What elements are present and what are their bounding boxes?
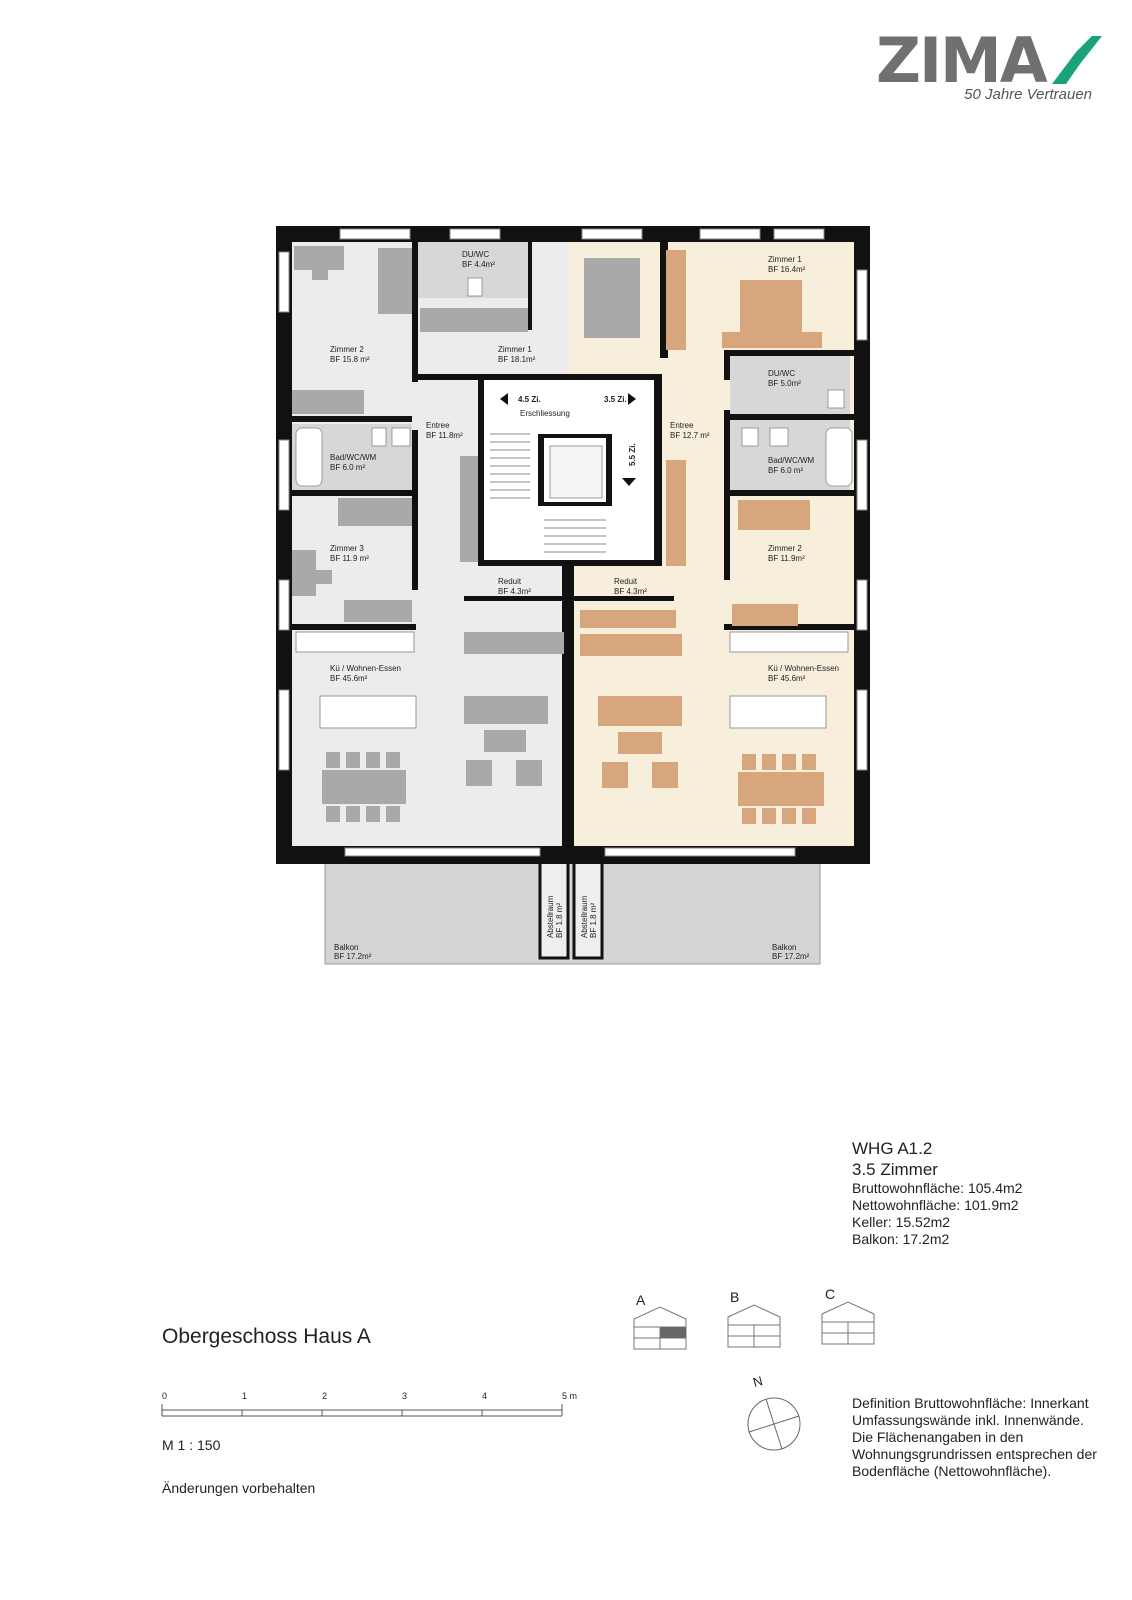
scale-tick-1: 1 <box>242 1391 247 1401</box>
area-balkon-left: BF 17.2m² <box>334 952 372 961</box>
label-bad-left: Bad/WC/WM <box>330 453 377 462</box>
label-kue-right: Kü / Wohnen-Essen <box>768 664 839 673</box>
unit-net: Nettowohnfläche: 101.9m2 <box>852 1197 1019 1213</box>
label-kue-left: Kü / Wohnen-Essen <box>330 664 401 673</box>
area-bad-right: BF 6.0 m² <box>768 466 803 475</box>
area-zimmer1-left: BF 18.1m² <box>498 355 536 364</box>
zima-logo: ZIMA 50 Jahre Vertrauen <box>876 30 1106 110</box>
area-zimmer2-right: BF 11.9m² <box>768 554 805 563</box>
north-arrow-icon <box>747 1397 801 1451</box>
label-balkon-left: Balkon <box>334 943 358 952</box>
furniture-left <box>292 246 640 822</box>
label-abstell-left: Abstellraum <box>546 895 555 938</box>
house-label-a: A <box>636 1292 646 1308</box>
logo-swoosh-icon <box>1052 36 1102 84</box>
area-duwc-left: BF 4.4m² <box>462 260 495 269</box>
unit-info: WHG A1.2 3.5 Zimmer Bruttowohnfläche: 10… <box>852 1138 1022 1248</box>
label-erschliessung: Erschliessung <box>520 409 570 418</box>
kitchen-island-left <box>319 695 417 729</box>
staircase <box>490 433 606 553</box>
label-zimmer1-left: Zimmer 1 <box>498 345 532 354</box>
label-bad-right: Bad/WC/WM <box>768 456 815 465</box>
label-zimmer2-right: Zimmer 2 <box>768 544 802 553</box>
logo-word: ZIMA <box>876 24 1048 97</box>
kitchen-counter-left <box>295 631 415 653</box>
label-abstell-right: Abstellraum <box>580 895 589 938</box>
unit-id: WHG A1.2 <box>852 1139 933 1158</box>
area-abstell-right: BF 1.8 m² <box>589 903 598 938</box>
floor-title: Obergeschoss Haus A <box>162 1325 371 1348</box>
scale-ratio: M 1 : 150 <box>162 1437 221 1453</box>
area-zimmer1-right: BF 16.4m² <box>768 265 806 274</box>
area-entree-left: BF 11.8m² <box>426 431 463 440</box>
area-bad-left: BF 6.0 m² <box>330 463 365 472</box>
scale-tick-0: 0 <box>162 1391 167 1401</box>
area-zimmer3-left: BF 11.9 m² <box>330 554 369 563</box>
arrow-right-icon <box>628 393 636 405</box>
label-duwc-right: DU/WC <box>768 369 795 378</box>
unit-rooms: 3.5 Zimmer <box>852 1160 938 1179</box>
north-label: N <box>751 1373 765 1390</box>
area-zimmer2-left: BF 15.8 m² <box>330 355 370 364</box>
arrow-left-icon <box>500 393 508 405</box>
logo-tagline: 50 Jahre Vertrauen <box>964 86 1092 103</box>
unit-balcony: Balkon: 17.2m2 <box>852 1231 950 1247</box>
area-reduit-right: BF 4.3m² <box>614 587 647 596</box>
label-entree-left: Entree <box>426 421 450 430</box>
disclaimer: Änderungen vorbehalten <box>162 1480 316 1496</box>
label-balkon-right: Balkon <box>772 943 796 952</box>
floor-plan: Zimmer 2 BF 15.8 m² DU/WC BF 4.4m² Zimme… <box>276 226 870 965</box>
scale-tick-4: 4 <box>482 1391 487 1401</box>
area-kue-right: BF 45.6m² <box>768 674 806 683</box>
stair-label-down: 5.5 Zi. <box>628 443 637 466</box>
house-c-icon <box>821 1301 875 1345</box>
area-reduit-left: BF 4.3m² <box>498 587 531 596</box>
elevator <box>549 445 603 499</box>
kitchen-counter-right <box>729 631 849 653</box>
area-balkon-right: BF 17.2m² <box>772 952 810 961</box>
label-reduit-right: Reduit <box>614 577 638 586</box>
sanitary-fixtures <box>295 277 853 487</box>
label-reduit-left: Reduit <box>498 577 522 586</box>
interior-walls <box>292 242 854 850</box>
scale-tick-5: 5 m <box>562 1391 577 1401</box>
area-duwc-right: BF 5.0m² <box>768 379 801 388</box>
label-duwc-left: DU/WC <box>462 250 489 259</box>
scale-tick-2: 2 <box>322 1391 327 1401</box>
unit-cellar: Keller: 15.52m2 <box>852 1214 951 1230</box>
unit-gross: Bruttowohnfläche: 105.4m2 <box>852 1180 1023 1196</box>
stair-label-left: 4.5 Zi. <box>518 395 541 404</box>
label-zimmer3-left: Zimmer 3 <box>330 544 364 553</box>
house-a-icon <box>633 1306 687 1350</box>
scale-bar: 0 1 2 3 4 5 m <box>161 1391 577 1417</box>
area-entree-right: BF 12.7 m² <box>670 431 710 440</box>
label-zimmer1-right: Zimmer 1 <box>768 255 802 264</box>
stair-label-right: 3.5 Zi. <box>604 395 627 404</box>
kitchen-island-right <box>729 695 827 729</box>
label-entree-right: Entree <box>670 421 694 430</box>
definition-text: Definition Bruttowohnfläche: Innerkant U… <box>852 1395 1097 1479</box>
scale-tick-3: 3 <box>402 1391 407 1401</box>
area-abstell-left: BF 1.8 m² <box>555 903 564 938</box>
furniture-right <box>580 250 824 824</box>
house-label-c: C <box>825 1286 836 1302</box>
label-zimmer2-left: Zimmer 2 <box>330 345 364 354</box>
area-kue-left: BF 45.6m² <box>330 674 368 683</box>
arrow-down-icon <box>622 478 636 486</box>
house-label-b: B <box>730 1289 740 1305</box>
house-b-icon <box>727 1304 781 1348</box>
